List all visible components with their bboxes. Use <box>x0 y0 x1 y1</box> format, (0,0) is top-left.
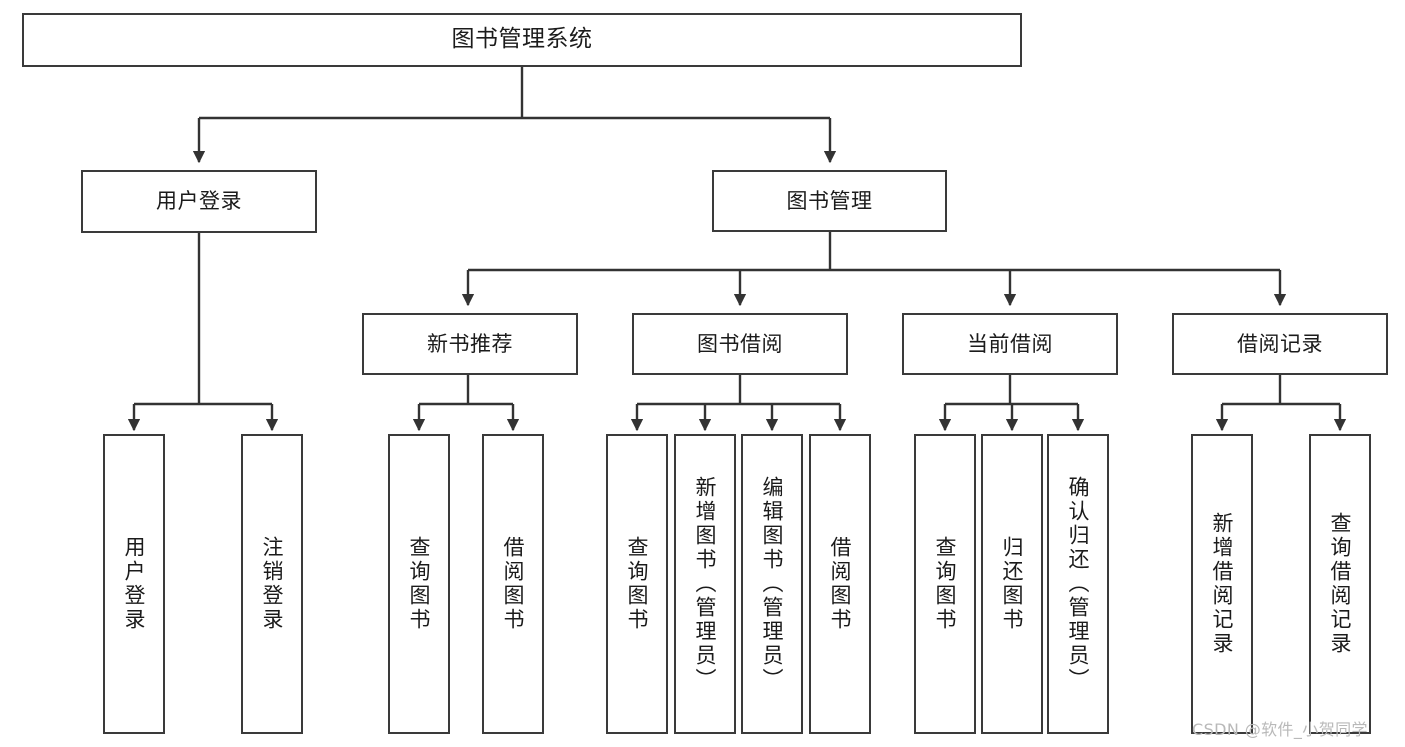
leaf-borrow-borrow-book[interactable]: 借阅图书 <box>809 434 871 734</box>
node-label: 用户登录 <box>122 536 147 632</box>
node-label: 确认归还（管理员） <box>1066 476 1091 692</box>
node-label: 新增借阅记录 <box>1210 512 1235 656</box>
node-label: 用户登录 <box>156 189 242 214</box>
node-label: 图书借阅 <box>697 331 783 356</box>
node-new-book-recommend[interactable]: 新书推荐 <box>362 313 578 375</box>
node-label: 当前借阅 <box>967 331 1053 356</box>
node-label: 借阅记录 <box>1237 331 1323 356</box>
leaf-recommend-query-book[interactable]: 查询图书 <box>388 434 450 734</box>
node-label: 归还图书 <box>1000 536 1025 632</box>
leaf-record-query-record[interactable]: 查询借阅记录 <box>1309 434 1371 734</box>
leaf-borrow-add-book-admin[interactable]: 新增图书（管理员） <box>674 434 736 734</box>
node-user-login[interactable]: 用户登录 <box>81 170 317 233</box>
leaf-borrow-edit-book-admin[interactable]: 编辑图书（管理员） <box>741 434 803 734</box>
node-label: 查询图书 <box>933 536 958 632</box>
node-label: 查询借阅记录 <box>1328 512 1353 656</box>
node-label: 查询图书 <box>407 536 432 632</box>
node-label: 图书管理系统 <box>451 26 593 53</box>
leaf-user-login-login[interactable]: 用户登录 <box>103 434 165 734</box>
leaf-current-confirm-return-admin[interactable]: 确认归还（管理员） <box>1047 434 1109 734</box>
leaf-recommend-borrow-book[interactable]: 借阅图书 <box>482 434 544 734</box>
leaf-current-query-book[interactable]: 查询图书 <box>914 434 976 734</box>
node-root-system[interactable]: 图书管理系统 <box>22 13 1022 67</box>
node-current-borrow[interactable]: 当前借阅 <box>902 313 1118 375</box>
node-label: 图书管理 <box>786 188 873 213</box>
node-book-borrow[interactable]: 图书借阅 <box>632 313 848 375</box>
node-label: 注销登录 <box>260 536 285 632</box>
node-label: 编辑图书（管理员） <box>760 476 785 692</box>
node-label: 新书推荐 <box>427 331 513 356</box>
node-book-management[interactable]: 图书管理 <box>712 170 947 232</box>
leaf-record-add-record[interactable]: 新增借阅记录 <box>1191 434 1253 734</box>
leaf-user-login-logout[interactable]: 注销登录 <box>241 434 303 734</box>
node-label: 查询图书 <box>625 536 650 632</box>
node-label: 借阅图书 <box>828 536 853 632</box>
leaf-current-return-book[interactable]: 归还图书 <box>981 434 1043 734</box>
leaf-borrow-query-book[interactable]: 查询图书 <box>606 434 668 734</box>
watermark-text: CSDN @软件_小贺同学 <box>1192 720 1368 739</box>
node-label: 借阅图书 <box>501 536 526 632</box>
node-label: 新增图书（管理员） <box>693 476 718 692</box>
node-borrow-record[interactable]: 借阅记录 <box>1172 313 1388 375</box>
